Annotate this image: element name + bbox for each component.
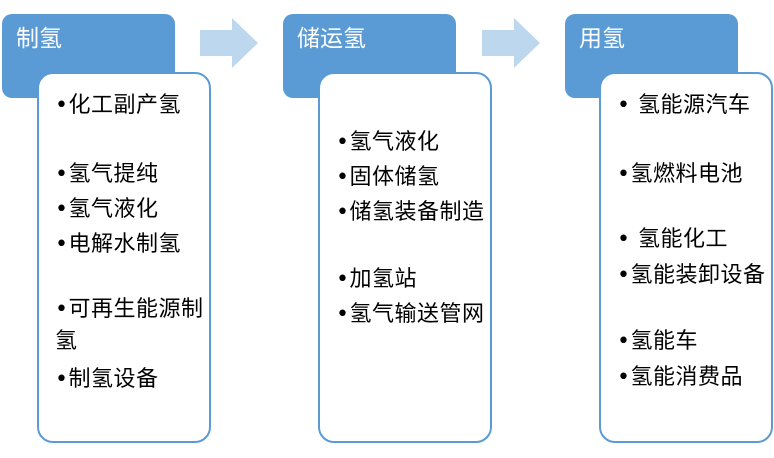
list-item: •加氢站 [336, 267, 417, 292]
list-item: •可再生能源制氢 [55, 297, 204, 354]
arrow-right-icon [482, 18, 540, 68]
list-item: •化工副产氢 [55, 93, 181, 118]
list-item: •氢能装卸设备 [617, 263, 766, 288]
stage-card-storage-transport: •氢气液化 •固体储氢 •储氢装备制造 •加氢站 •氢气输送管网 [318, 72, 492, 443]
stage-title: 用氢 [579, 26, 625, 52]
list-item: • 氢能源汽车 [617, 93, 751, 118]
list-item: •储氢装备制造 [336, 200, 485, 225]
arrow-right-icon [200, 18, 258, 68]
stage-title: 制氢 [16, 26, 62, 52]
list-item: • 氢能化工 [617, 227, 728, 252]
list-item: •氢气液化 [55, 197, 159, 222]
stage-card-utilization: • 氢能源汽车 •氢燃料电池 • 氢能化工 •氢能装卸设备 •氢能车 •氢能消费… [599, 72, 773, 443]
list-item: •电解水制氢 [55, 232, 181, 257]
list-item: •氢气液化 [336, 130, 440, 155]
list-item: •制氢设备 [55, 367, 159, 392]
list-item: •氢气输送管网 [336, 302, 485, 327]
list-item: •氢能车 [617, 329, 698, 354]
list-item: •氢气提纯 [55, 162, 159, 187]
list-item: •氢能消费品 [617, 365, 743, 390]
list-item: •氢燃料电池 [617, 162, 743, 187]
list-item: •固体储氢 [336, 165, 440, 190]
stage-title: 储运氢 [297, 26, 366, 52]
stage-card-production: •化工副产氢 •氢气提纯 •氢气液化 •电解水制氢 •可再生能源制氢 •制氢设备 [37, 72, 211, 443]
